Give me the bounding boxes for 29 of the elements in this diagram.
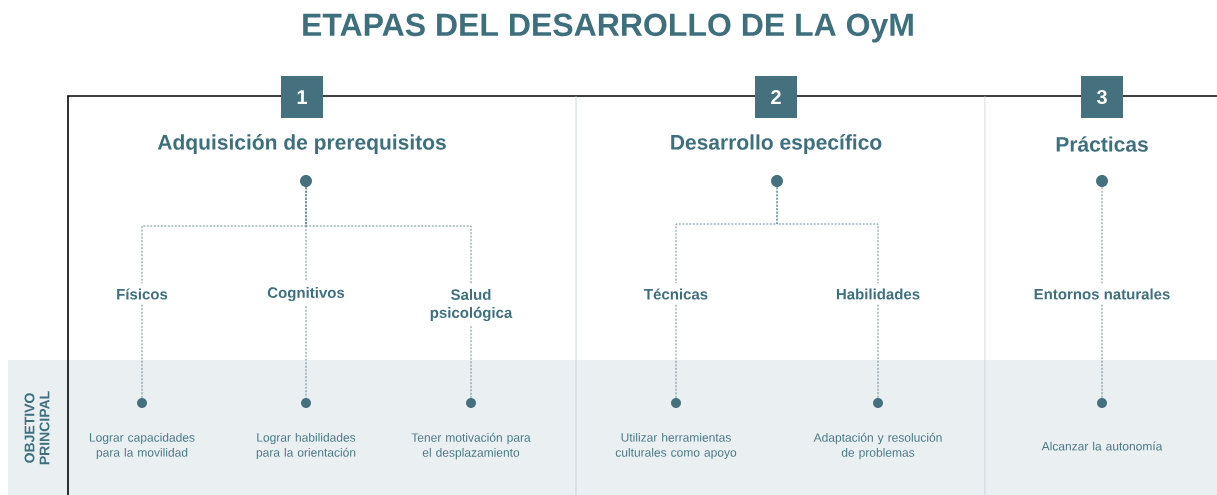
objective-text: Lograr habilidades para la orientación <box>256 432 356 460</box>
connector-line <box>877 304 879 399</box>
connector-line <box>675 304 677 399</box>
stage-heading: Desarrollo específico <box>671 134 882 154</box>
category-label: Entornos naturales <box>1034 288 1170 300</box>
stage-heading: Adquisición de prerequisitos <box>157 134 446 154</box>
step-number-box: 1 <box>281 76 323 118</box>
connector-line <box>1101 304 1103 399</box>
category-label: Habilidades <box>836 288 920 300</box>
objective-text: Adaptación y resolución de problemas <box>813 432 942 460</box>
category-label: Salud psicológica <box>430 289 513 322</box>
stage-heading: Prácticas <box>1056 136 1148 152</box>
connector-line <box>305 186 472 285</box>
step-number-box: 2 <box>755 76 797 118</box>
objective-text: Utilizar herramientas culturales como apoyo <box>615 432 737 460</box>
objective-text: Tener motivación para el desplazamiento <box>411 432 531 460</box>
objective-text: Lograr capacidades para la movilidad <box>89 432 195 460</box>
side-label: OBJETIVO PRINCIPAL <box>24 391 50 465</box>
category-label: Cognitivos <box>267 287 345 302</box>
title: ETAPAS DEL DESARROLLO DE LA OyM <box>303 13 913 43</box>
connector-line <box>305 305 307 399</box>
category-label: Técnicas <box>644 288 708 300</box>
connector-line <box>470 325 472 399</box>
step-number-box: 3 <box>1081 76 1123 118</box>
connector-line <box>776 186 879 284</box>
connector-line <box>141 304 143 399</box>
category-label: Físicos <box>117 288 168 300</box>
connector-line <box>1101 186 1103 284</box>
objective-text: Alcanzar la autonomía <box>1041 441 1163 451</box>
